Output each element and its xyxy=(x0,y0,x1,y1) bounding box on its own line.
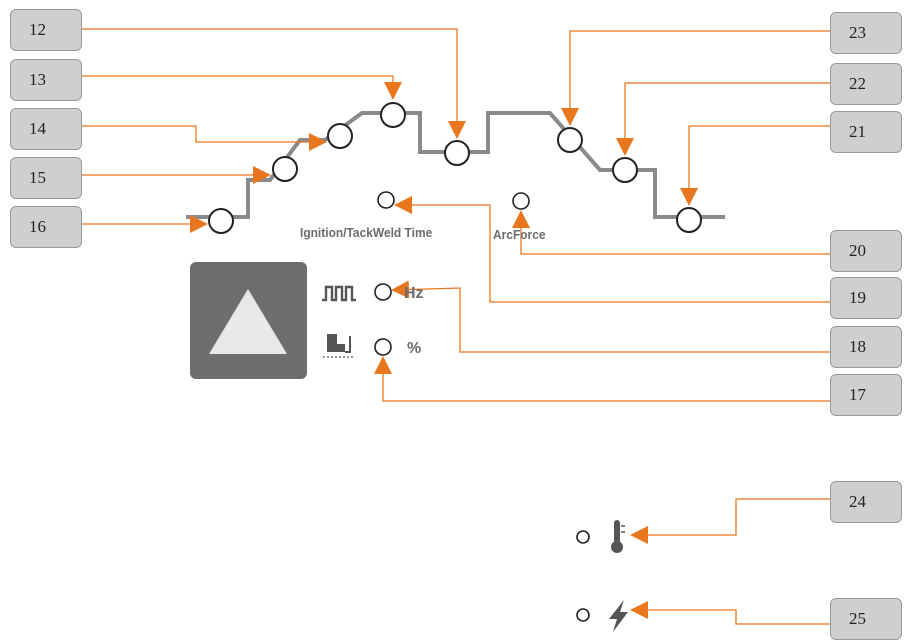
callout-13: 13 xyxy=(10,59,82,101)
leader-18 xyxy=(391,280,830,353)
param-point-14[interactable] xyxy=(327,123,353,149)
percent-led xyxy=(374,338,392,356)
pulse-wave-icon xyxy=(322,285,356,302)
callout-17: 17 xyxy=(830,374,902,416)
callout-16: 16 xyxy=(10,206,82,248)
up-button[interactable] xyxy=(190,262,307,379)
leader-20 xyxy=(512,210,830,255)
hz-led xyxy=(374,283,392,301)
leader-14 xyxy=(82,125,327,151)
lightning-icon xyxy=(609,600,628,632)
callout-14: 14 xyxy=(10,108,82,150)
leader-21 xyxy=(680,125,830,206)
param-point-12[interactable] xyxy=(444,140,470,166)
param-point-16[interactable] xyxy=(208,208,234,234)
param-point-15[interactable] xyxy=(272,156,298,182)
param-point-13[interactable] xyxy=(380,102,406,128)
callout-18: 18 xyxy=(830,326,902,368)
hz-label: Hz xyxy=(404,285,424,302)
ignition-label: Ignition/TackWeld Time xyxy=(300,225,433,240)
thermometer-icon xyxy=(611,520,625,553)
leader-22 xyxy=(616,82,830,156)
callout-12: 12 xyxy=(10,9,82,51)
power-led xyxy=(576,608,590,622)
leader-19 xyxy=(394,196,830,303)
param-point-22[interactable] xyxy=(612,157,638,183)
arcforce-led xyxy=(512,192,530,210)
callout-15: 15 xyxy=(10,157,82,199)
up-triangle-icon xyxy=(209,289,287,354)
leader-23 xyxy=(561,30,830,126)
callout-20: 20 xyxy=(830,230,902,272)
percent-label: % xyxy=(407,340,422,357)
callout-22: 22 xyxy=(830,63,902,105)
callout-25: 25 xyxy=(830,598,902,640)
param-point-23[interactable] xyxy=(557,127,583,153)
temperature-led xyxy=(576,530,590,544)
ignition-led xyxy=(377,191,395,209)
arcforce-label: ArcForce xyxy=(493,227,546,242)
callout-24: 24 xyxy=(830,481,902,523)
callout-21: 21 xyxy=(830,111,902,153)
leader-24 xyxy=(630,498,830,544)
param-point-21[interactable] xyxy=(676,207,702,233)
leader-13 xyxy=(82,75,402,100)
leader-12 xyxy=(82,28,466,139)
leader-25 xyxy=(630,601,830,625)
callout-19: 19 xyxy=(830,277,902,319)
pulse-balance-icon xyxy=(323,334,355,358)
leader-17 xyxy=(374,356,830,402)
callout-23: 23 xyxy=(830,12,902,54)
